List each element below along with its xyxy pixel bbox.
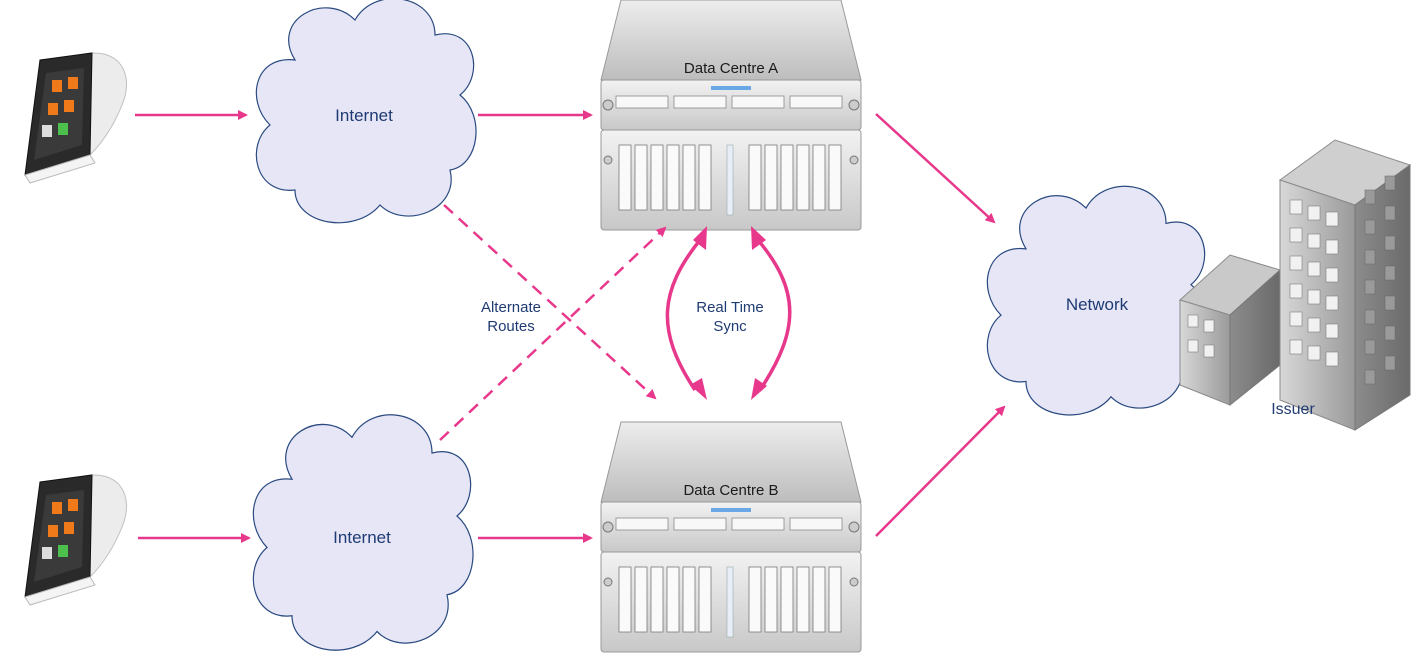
issuer-label: Issuer	[1271, 401, 1315, 418]
sync-arrow-left	[665, 238, 702, 391]
sync-arrowhead	[751, 226, 766, 250]
sync-arrowhead	[690, 378, 707, 400]
dc-a-label: Data Centre A	[684, 60, 778, 77]
alternate-route-top-to-dc-b	[443, 204, 657, 400]
alternate-routes-label-line1: Alternate	[481, 299, 541, 316]
real-time-sync-label-line1: Real Time	[696, 299, 764, 316]
internet-bottom-label: Internet	[333, 528, 391, 547]
payment-terminal-icon	[24, 52, 128, 184]
alternate-route-bottom-to-dc-a	[439, 226, 667, 441]
arrow-dc-b-to-network	[875, 405, 1006, 537]
internet-top-label: Internet	[335, 106, 393, 125]
sync-arrowhead	[751, 378, 767, 400]
real-time-sync-label-line2: Sync	[713, 318, 747, 335]
dc-b-label: Data Centre B	[683, 482, 778, 499]
sync-arrow-right	[756, 238, 792, 391]
sync-arrowhead	[693, 226, 707, 250]
network-label: Network	[1066, 295, 1129, 314]
server-rack-icon	[600, 0, 862, 231]
office-building-icon	[1179, 139, 1411, 431]
alternate-routes-label-line2: Routes	[487, 318, 535, 335]
payment-terminal-icon	[24, 474, 128, 606]
arrow-dc-a-to-network	[875, 113, 996, 224]
server-rack-icon	[600, 421, 862, 653]
